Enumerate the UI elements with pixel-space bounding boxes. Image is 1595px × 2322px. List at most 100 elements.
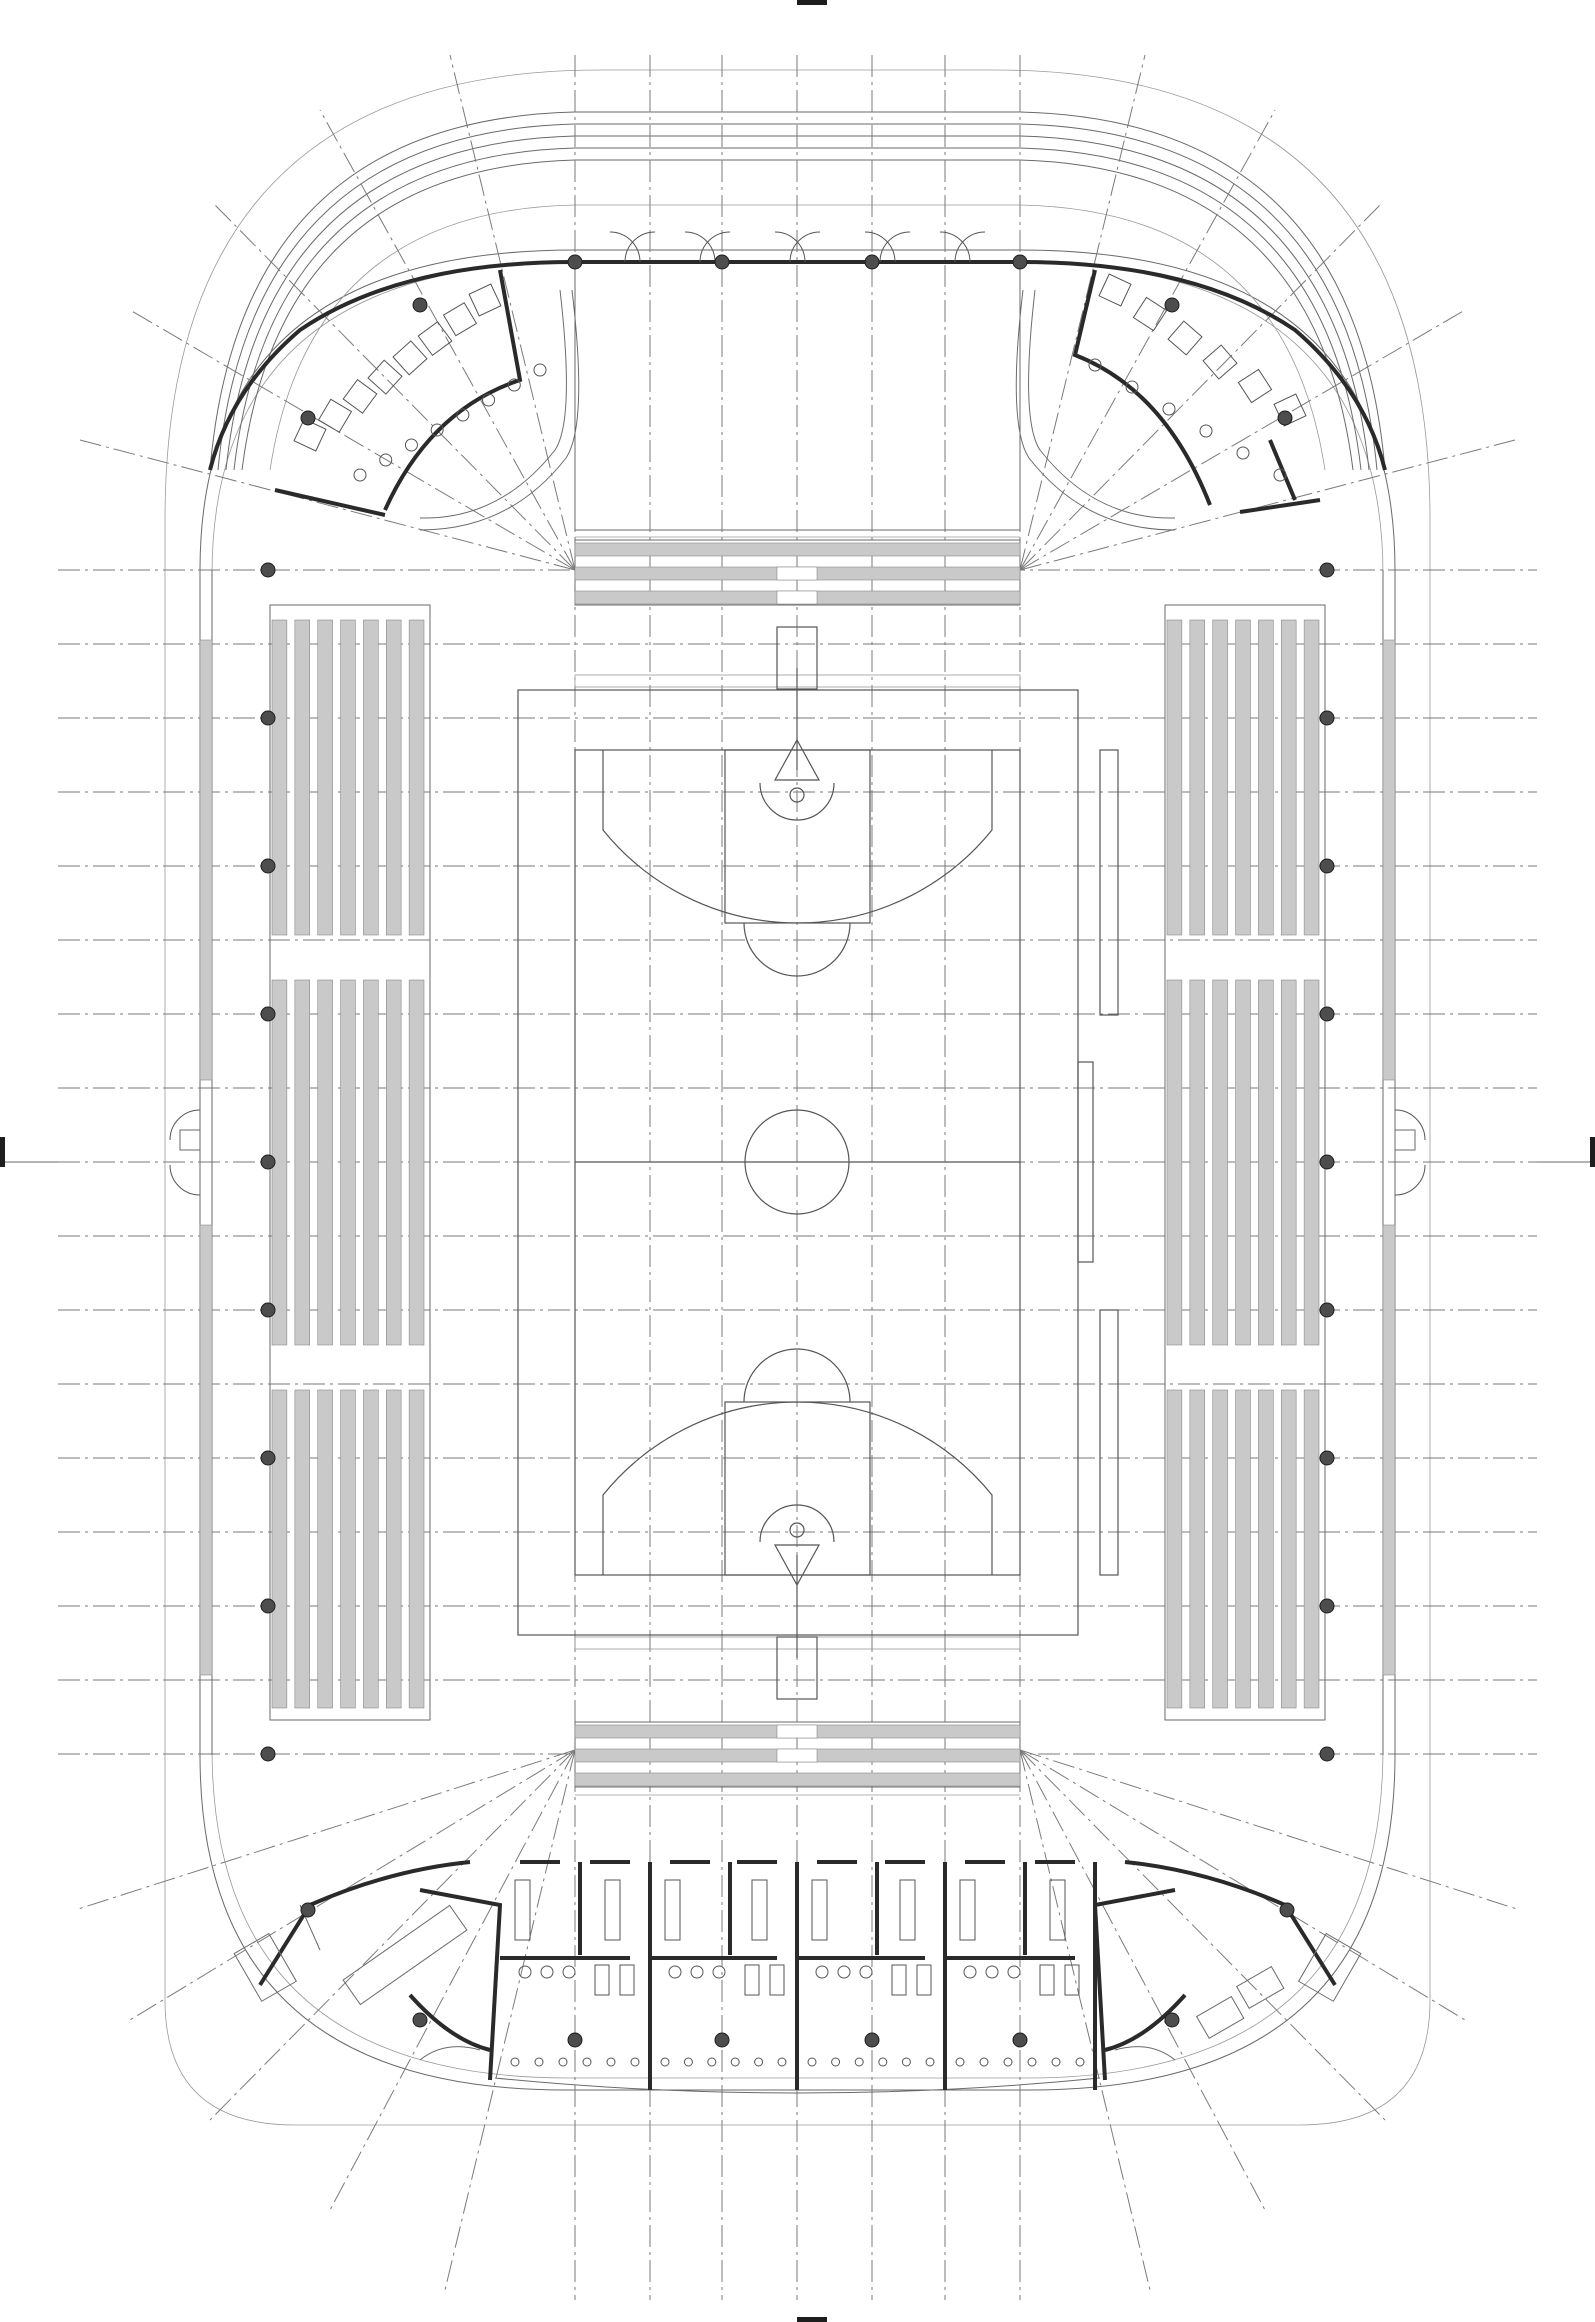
toilet-stall [769, 1964, 785, 1996]
column [714, 2032, 730, 2048]
tribune-seat-row [294, 979, 311, 1346]
sink-fixture [1075, 2057, 1085, 2067]
tribune-seat-row [1258, 979, 1274, 1346]
washbasin [1199, 424, 1213, 438]
locker-bench [604, 1879, 621, 1941]
column [1012, 2032, 1028, 2048]
column [1319, 1598, 1335, 1614]
locker-bench [751, 1879, 768, 1941]
locker-bench [811, 1879, 828, 1941]
shower-fixture [562, 1965, 576, 1979]
tribune-seat-row [271, 1389, 288, 1709]
toilet-stall [916, 1964, 932, 1996]
washbasin [482, 393, 496, 407]
tribune-seat-row [340, 619, 356, 936]
shower-fixture [668, 1965, 682, 1979]
locker-bench [1049, 1879, 1066, 1941]
sink-fixture [955, 2057, 965, 2067]
sink-fixture [831, 2057, 841, 2067]
column [1277, 410, 1293, 426]
tribune-seat-row [385, 1389, 402, 1709]
side-facades [169, 570, 1426, 1755]
tribune-seat-row [385, 619, 402, 936]
column [864, 254, 880, 270]
washbasin [1088, 358, 1102, 372]
column [1319, 710, 1335, 726]
column [1164, 2012, 1180, 2028]
tribune-seat-row [1258, 1389, 1274, 1709]
washbasin [430, 423, 444, 437]
washbasin [404, 438, 418, 452]
washbasin [533, 363, 547, 377]
sink-fixture [1051, 2057, 1061, 2067]
sink-fixture [925, 2057, 935, 2067]
column [260, 1450, 276, 1466]
ne-stall-row [1088, 273, 1307, 482]
tribune-seat-row [340, 1389, 356, 1709]
nw-stall-row [293, 283, 547, 482]
washbasin [1162, 402, 1176, 416]
shower-fixture [985, 1965, 999, 1979]
toilet-stall [891, 1964, 907, 1996]
sink-fixture [660, 2057, 670, 2067]
tribune-seat-row [1235, 979, 1251, 1346]
tribune-seat-row [1258, 619, 1274, 936]
tribune-seat-row [1212, 619, 1228, 936]
shower-fixture [837, 1965, 851, 1979]
column [1319, 1154, 1335, 1170]
washbasin [1125, 380, 1139, 394]
sink-fixture [510, 2057, 520, 2067]
tribune-seat-row [1235, 1389, 1251, 1709]
tribune-seat-row [1189, 619, 1206, 936]
sink-fixture [854, 2057, 864, 2067]
toilet-stall [1237, 368, 1273, 404]
tribune-seat-row [1235, 619, 1251, 936]
radial-axes [74, 54, 1521, 2291]
locker-bench [514, 1879, 531, 1941]
tribune-seat-row [363, 619, 379, 936]
tribune-seat-row [294, 619, 311, 936]
tribune-seat-row [271, 619, 288, 936]
tribune-seat-row [1280, 619, 1297, 936]
column [1319, 562, 1335, 578]
toilet-stall [1167, 320, 1203, 356]
sink-fixture [630, 2057, 640, 2067]
toilet-stall [594, 1964, 610, 1996]
column [714, 254, 730, 270]
south-locker-rooms [233, 1860, 1362, 2094]
toilet-stall [417, 321, 453, 357]
tribune-seat-row [1189, 1389, 1206, 1709]
tribune-seat-row [1280, 979, 1297, 1346]
basketball-court [517, 626, 1119, 1700]
shower-fixture [518, 1965, 532, 1979]
sink-fixture [606, 2057, 616, 2067]
shower-fixture [815, 1965, 829, 1979]
sink-fixture [878, 2057, 888, 2067]
toilet-stall [342, 378, 378, 414]
washbasin [1236, 446, 1250, 460]
shower-fixture [859, 1965, 873, 1979]
toilet-stall [293, 418, 327, 452]
column [300, 410, 316, 426]
sink-fixture [1027, 2057, 1037, 2067]
column [260, 858, 276, 874]
column [1319, 1006, 1335, 1022]
column [260, 1598, 276, 1614]
toilet-stall [468, 283, 502, 317]
sink-fixture [534, 2057, 544, 2067]
column [864, 2032, 880, 2048]
tribune-seat-row [1212, 1389, 1228, 1709]
washbasin [507, 378, 521, 392]
toilet-stall [1202, 344, 1238, 380]
locker-bench [664, 1879, 681, 1941]
tribune-seat-row [1280, 1389, 1297, 1709]
column [1164, 297, 1180, 313]
sink-fixture [807, 2057, 817, 2067]
sink-fixture [1003, 2057, 1013, 2067]
sink-fixture [582, 2057, 592, 2067]
toilet-stall [392, 340, 428, 376]
toilet-stall [367, 359, 403, 395]
tribune-seat-row [408, 619, 425, 936]
